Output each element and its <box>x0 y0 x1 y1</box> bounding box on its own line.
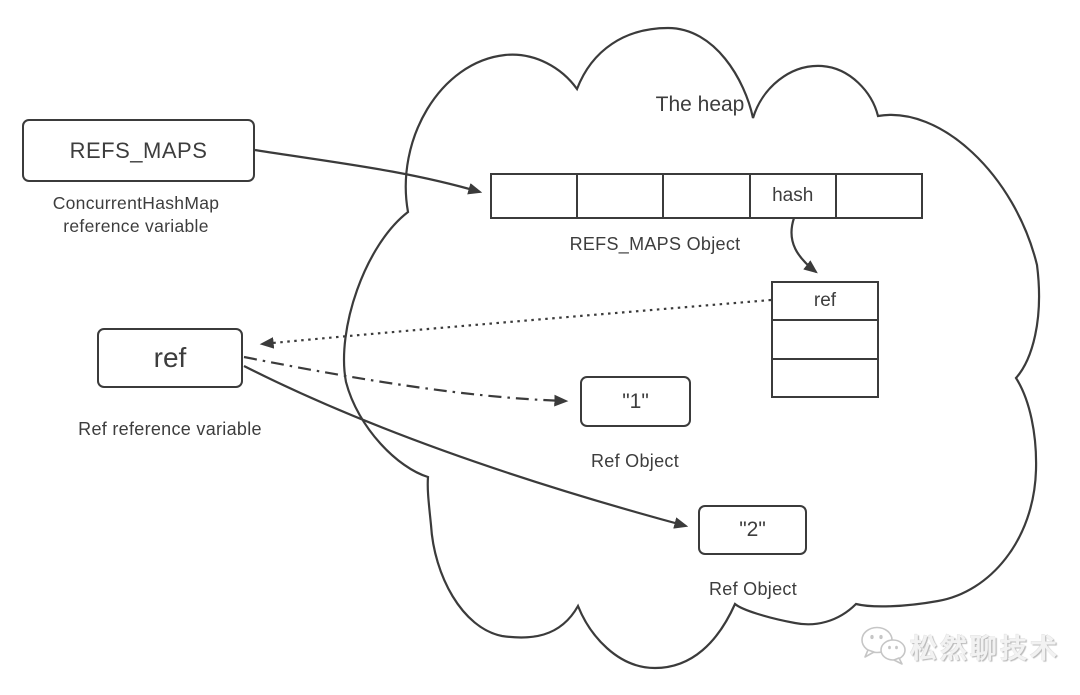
ref-object-1-caption: Ref Object <box>590 451 680 471</box>
bucket-cell-4 <box>837 175 921 217</box>
heap-cloud-outline <box>342 26 1041 670</box>
entry-row-2 <box>773 360 877 396</box>
heap-title: The heap <box>655 93 745 116</box>
refs-maps-object-array: hash <box>490 173 923 219</box>
ref-object-2-box: "2" <box>698 505 807 555</box>
bucket-cell-2 <box>664 175 751 217</box>
refs-maps-object-caption: REFS_MAPS Object <box>569 234 741 254</box>
ref-object-2-label: "2" <box>739 518 766 541</box>
arrow-refvar-to-obj2 <box>243 365 689 529</box>
bucket-cell-0 <box>492 175 579 217</box>
ref-variable-label: ref <box>153 342 187 373</box>
refs-maps-variable-caption: ConcurrentHashMap reference variable <box>22 192 250 238</box>
ref-object-2-caption: Ref Object <box>708 579 798 599</box>
ref-variable-box: ref <box>97 328 243 388</box>
arrow-refsmaps-to-array <box>254 148 483 195</box>
ref-variable-caption: Ref reference variable <box>78 419 262 439</box>
hash-entry-table: ref <box>771 281 879 398</box>
bucket-cell-hash: hash <box>751 175 837 217</box>
caption-line-1: ConcurrentHashMap <box>52 193 220 213</box>
arrow-hash-to-entry <box>790 217 818 274</box>
bucket-cell-1 <box>578 175 665 217</box>
ref-object-1-label: "1" <box>622 389 649 413</box>
refs-maps-variable-box: REFS_MAPS <box>22 119 255 182</box>
arrow-entry-to-refvar-dotted <box>259 298 772 349</box>
caption-line-2: reference variable <box>63 216 209 236</box>
entry-row-1 <box>773 321 877 360</box>
arrow-refvar-to-obj1-dashdot <box>243 355 569 407</box>
ref-object-1-box: "1" <box>580 376 691 427</box>
entry-row-ref: ref <box>773 283 877 322</box>
refs-maps-variable-label: REFS_MAPS <box>69 137 208 163</box>
